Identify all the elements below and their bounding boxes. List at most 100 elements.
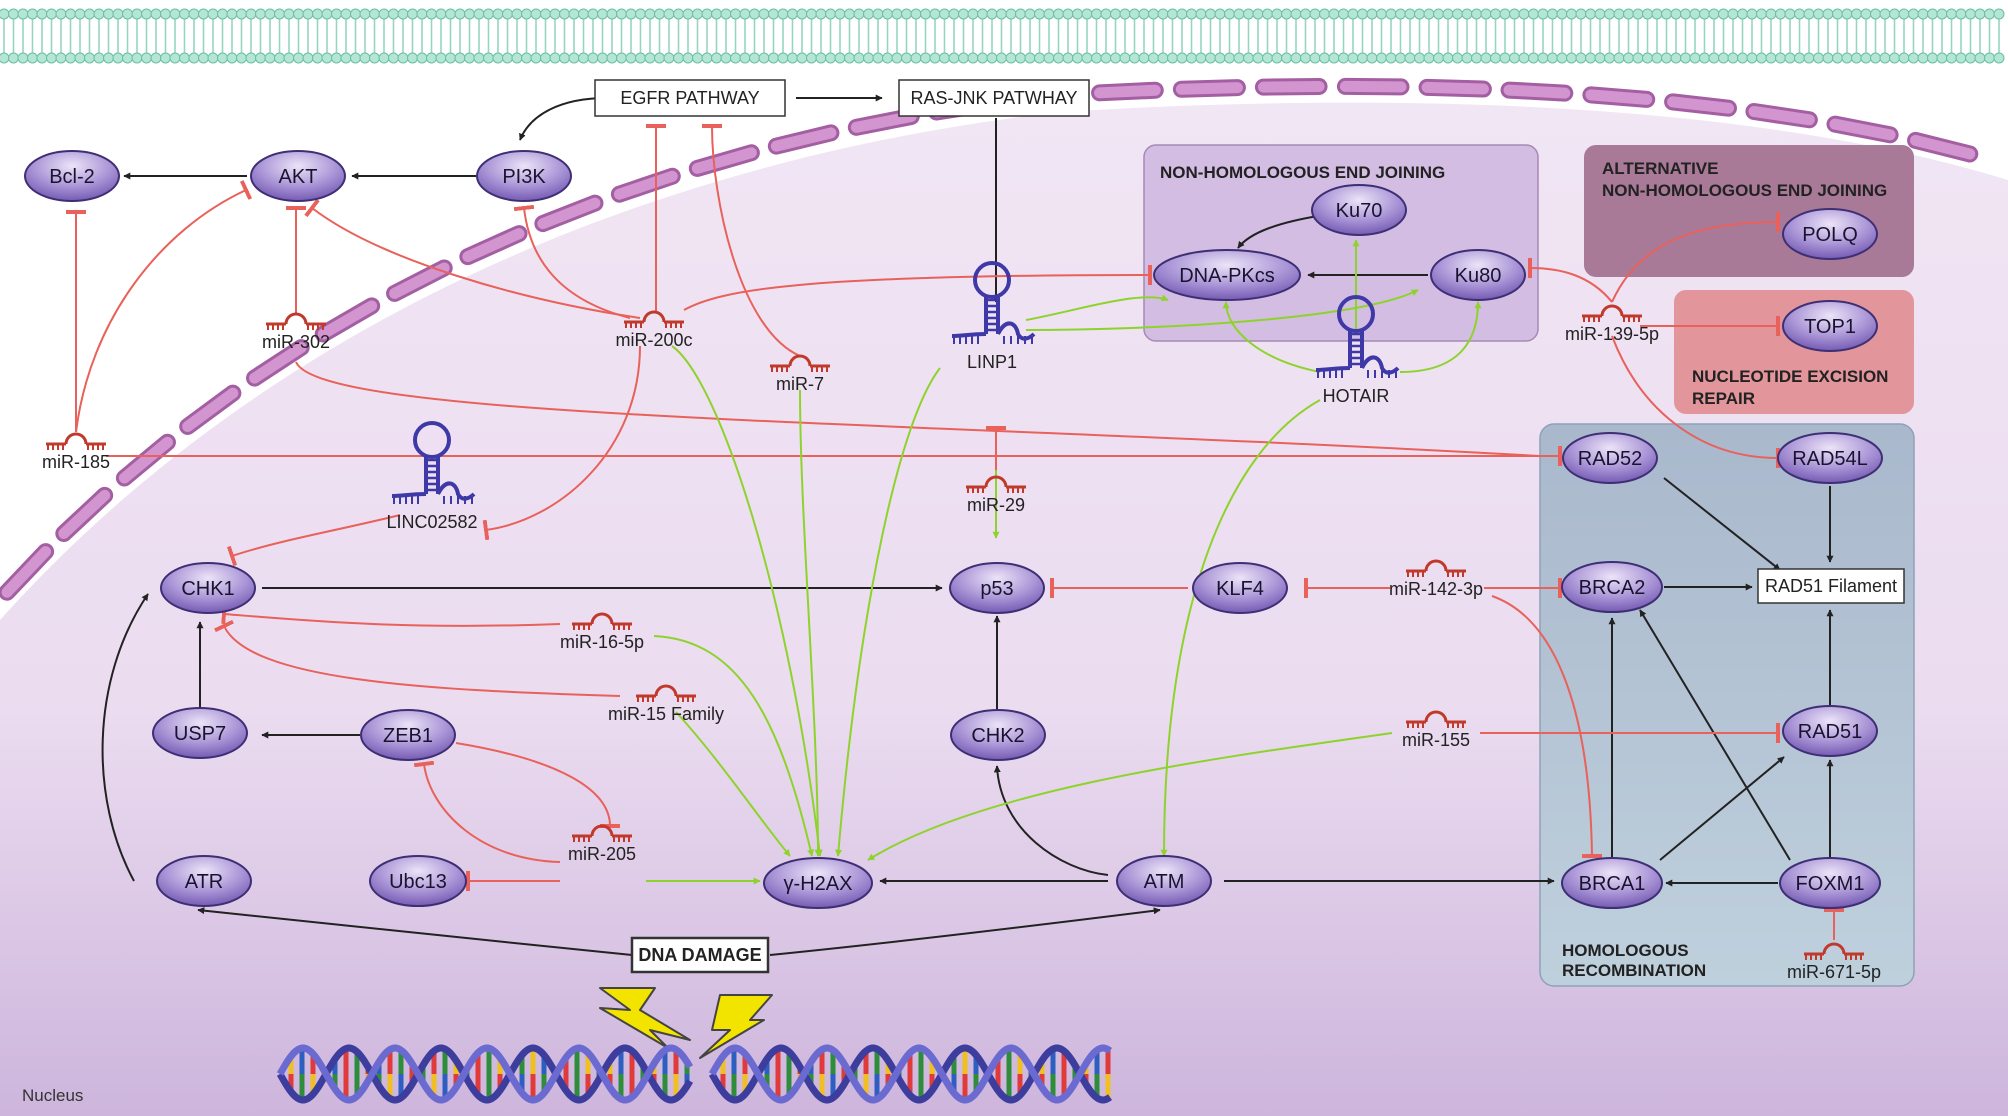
protein-node-ubc13[interactable]: Ubc13: [369, 855, 467, 907]
protein-node-ku80[interactable]: Ku80: [1430, 249, 1526, 301]
mirna-node-mir200c[interactable]: miR-200c: [615, 310, 693, 350]
ner-region-title-line1: NUCLEOTIDE EXCISION: [1692, 367, 1888, 386]
mirna-hairpin-icon: [1406, 710, 1466, 728]
lncrna-regulation-edge: [799, 389, 822, 857]
protein-node-rad52[interactable]: RAD52: [1562, 432, 1658, 484]
protein-node-foxm1[interactable]: FOXM1: [1779, 857, 1881, 909]
box-dna-damage[interactable]: DNA DAMAGE: [630, 936, 770, 974]
nuclear-envelope: [0, 77, 1979, 601]
mirna-label: miR-671-5p: [1787, 962, 1881, 982]
mirna-hairpin-icon: [266, 312, 326, 330]
mirna-node-mir6715p[interactable]: miR-671-5p: [1787, 942, 1881, 982]
protein-node-atr[interactable]: ATR: [156, 855, 252, 907]
lncrna-regulation-edge: [835, 367, 941, 857]
mirna-label: miR-142-3p: [1389, 579, 1483, 599]
ner-region-title-line2: REPAIR: [1692, 389, 1755, 408]
protein-node-bcl2[interactable]: Bcl-2: [24, 150, 120, 202]
protein-node-rad54l[interactable]: RAD54L: [1777, 432, 1883, 484]
inhibition-edge: [513, 204, 631, 319]
activation-edge: [1659, 756, 1785, 861]
protein-node-rad51[interactable]: RAD51: [1782, 705, 1878, 757]
mirna-hairpin-icon: [966, 475, 1026, 493]
mirna-node-mir29[interactable]: miR-29: [966, 475, 1026, 515]
inhibition-edge: [482, 345, 641, 541]
lncrna-regulation-edge: [1025, 294, 1169, 321]
mirna-hairpin-icon: [624, 310, 684, 328]
protein-node-brca1[interactable]: BRCA1: [1561, 857, 1663, 909]
protein-node-top1[interactable]: TOP1: [1782, 300, 1878, 352]
mirna-node-mir7[interactable]: miR-7: [770, 354, 830, 394]
lncrna-label: LINP1: [967, 352, 1017, 372]
activation-edge: [1663, 477, 1781, 571]
lncrna-regulation-edge: [867, 732, 1393, 861]
cell-membrane: [0, 8, 2005, 64]
activation-edge: [1639, 609, 1791, 861]
protein-node-klf4[interactable]: KLF4: [1192, 562, 1288, 614]
mirna-node-mir302[interactable]: miR-302: [262, 312, 330, 352]
lncrna-node-linc02582[interactable]: LINC02582: [386, 421, 478, 532]
lncrna-regulation-edge: [671, 345, 823, 857]
protein-node-p53[interactable]: p53: [949, 562, 1045, 614]
protein-node-usp7[interactable]: USP7: [152, 707, 248, 759]
lncrna-node-hotair[interactable]: HOTAIR: [1315, 295, 1400, 406]
inhibition-edge: [221, 603, 561, 627]
mirna-label: miR-16-5p: [560, 632, 644, 652]
protein-node-polq[interactable]: POLQ: [1782, 208, 1878, 260]
lncrna-hairpin-icon: [951, 261, 1036, 344]
box-rasjnk[interactable]: RAS-JNK PATWHAY: [898, 79, 1090, 117]
inhibition-edge: [1611, 335, 1781, 469]
dna-double-helix-icon: [276, 1044, 694, 1104]
protein-label: RAD54L: [1792, 448, 1868, 470]
inhibition-edge: [683, 264, 1153, 311]
mirna-node-mir1423p[interactable]: miR-142-3p: [1389, 559, 1483, 599]
mirna-node-mir165p[interactable]: miR-16-5p: [560, 612, 644, 652]
lncrna-hairpin-icon: [1315, 295, 1400, 378]
mirna-label: miR-29: [967, 495, 1025, 515]
protein-node-brca2[interactable]: BRCA2: [1561, 561, 1663, 613]
mirna-node-mir205[interactable]: miR-205: [568, 824, 636, 864]
protein-label: PI3K: [502, 166, 546, 188]
lncrna-label: LINC02582: [386, 512, 477, 532]
protein-node-akt[interactable]: AKT: [250, 150, 346, 202]
alt-nhej-region-title-line1: ALTERNATIVE: [1602, 159, 1718, 178]
protein-label: KLF4: [1216, 578, 1264, 600]
mirna-hairpin-icon: [572, 612, 632, 630]
mirna-label: miR-155: [1402, 730, 1470, 750]
mirna-hairpin-icon: [636, 684, 696, 702]
inhibition-edge: [75, 180, 253, 433]
lncrna-node-linp1[interactable]: LINP1: [951, 261, 1036, 372]
inhibition-edge: [226, 514, 401, 567]
mirna-label: miR-139-5p: [1565, 324, 1659, 344]
protein-node-h2ax[interactable]: γ-H2AX: [763, 857, 873, 909]
protein-node-zeb1[interactable]: ZEB1: [360, 709, 456, 761]
dna-double-helix-icon: [708, 1044, 1113, 1104]
protein-label: BRCA1: [1579, 873, 1646, 895]
mirna-hairpin-icon: [1406, 559, 1466, 577]
protein-label: Ku80: [1455, 265, 1502, 287]
protein-label: TOP1: [1804, 316, 1856, 338]
box-label: EGFR PATHWAY: [620, 88, 759, 108]
mirna-node-mir185[interactable]: miR-185: [42, 432, 110, 472]
activation-edge: [769, 907, 1161, 956]
box-label: RAD51 Filament: [1765, 576, 1897, 596]
protein-label: POLQ: [1802, 224, 1858, 246]
protein-node-atm[interactable]: ATM: [1116, 855, 1212, 907]
protein-label: RAD52: [1578, 448, 1642, 470]
mirna-label: miR-7: [776, 374, 824, 394]
protein-node-chk1[interactable]: CHK1: [160, 562, 256, 614]
inhibition-edge: [701, 123, 801, 357]
protein-label: γ-H2AX: [784, 873, 853, 895]
mirna-node-mir1395p[interactable]: miR-139-5p: [1565, 304, 1659, 344]
protein-node-chk2[interactable]: CHK2: [950, 709, 1046, 761]
protein-node-dnapkcs[interactable]: DNA-PKcs: [1153, 249, 1301, 301]
inhibition-edge: [455, 742, 621, 829]
protein-node-ku70[interactable]: Ku70: [1311, 184, 1407, 236]
activation-edge: [1237, 214, 1325, 249]
box-egfr[interactable]: EGFR PATHWAY: [594, 79, 786, 117]
mirna-node-mir15[interactable]: miR-15 Family: [608, 684, 724, 724]
box-rad51-filament[interactable]: RAD51 Filament: [1757, 568, 1905, 604]
protein-label: Ubc13: [389, 871, 447, 893]
protein-node-pi3k[interactable]: PI3K: [476, 150, 572, 202]
mirna-node-mir155[interactable]: miR-155: [1402, 710, 1470, 750]
